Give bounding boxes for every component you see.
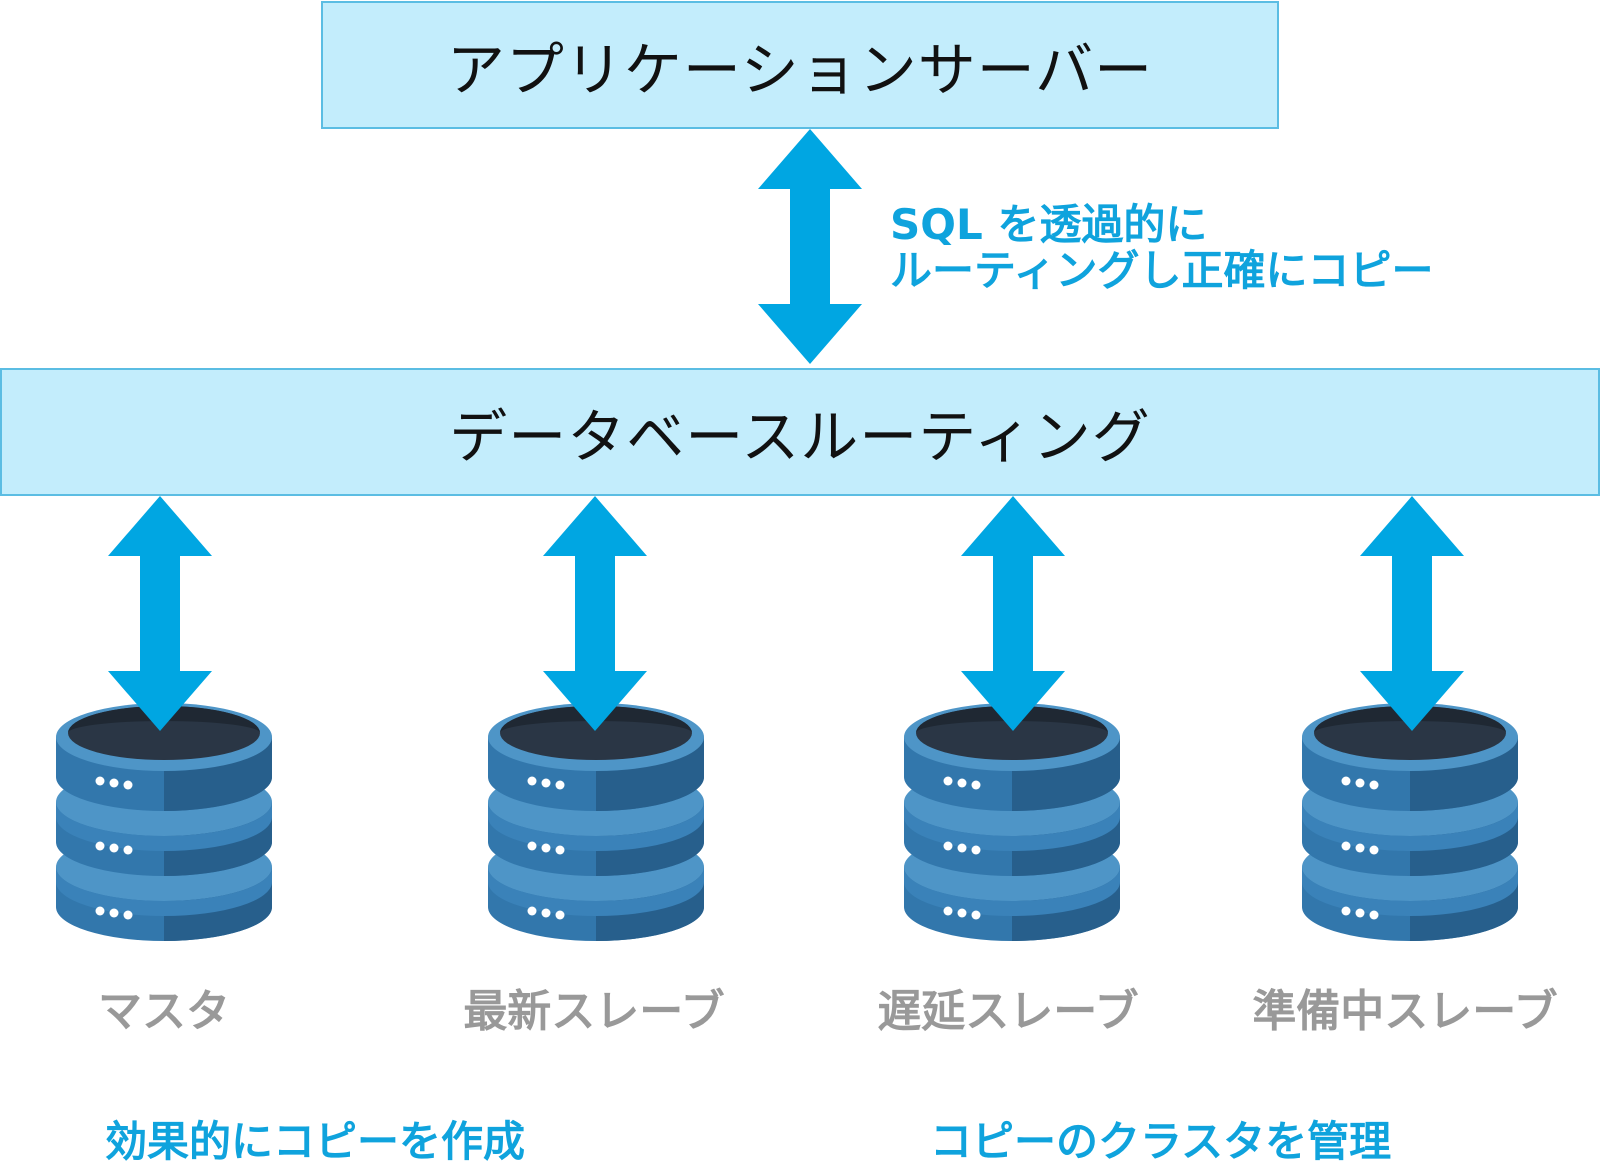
database-label-delayed-slave: 遅延スレーブ [877, 986, 1139, 1037]
database-routing-box: データベースルーティング [0, 368, 1600, 496]
sql-note-line1: SQL を透過的に [890, 200, 1208, 249]
database-icon-latest-slave [488, 703, 704, 941]
routing-latest-slave-arrow [543, 496, 647, 731]
database-icon-delayed-slave [904, 703, 1120, 941]
application-server-label: アプリケーションサーバー [446, 36, 1154, 104]
routing-master-arrow [108, 496, 212, 731]
database-routing-label: データベースルーティング [449, 403, 1151, 471]
database-icon-standby-slave [1302, 703, 1518, 941]
routing-standby-slave-arrow [1360, 496, 1464, 731]
routing-delayed-slave-arrow [961, 496, 1065, 731]
application-server-box: アプリケーションサーバー [321, 1, 1279, 129]
app-routing-arrow [758, 129, 862, 364]
caption-manage-cluster: コピーのクラスタを管理 [930, 1117, 1392, 1166]
sql-routing-note: SQL を透過的に ルーティングし正確にコピー [890, 202, 1433, 294]
sql-note-line2: ルーティングし正確にコピー [890, 246, 1434, 295]
database-label-master: マスタ [98, 986, 230, 1037]
database-label-standby-slave: 準備中スレーブ [1252, 986, 1558, 1037]
database-icon-master [56, 703, 272, 941]
caption-efficient-copy: 効果的にコピーを作成 [105, 1117, 526, 1166]
database-label-latest-slave: 最新スレーブ [463, 986, 725, 1037]
